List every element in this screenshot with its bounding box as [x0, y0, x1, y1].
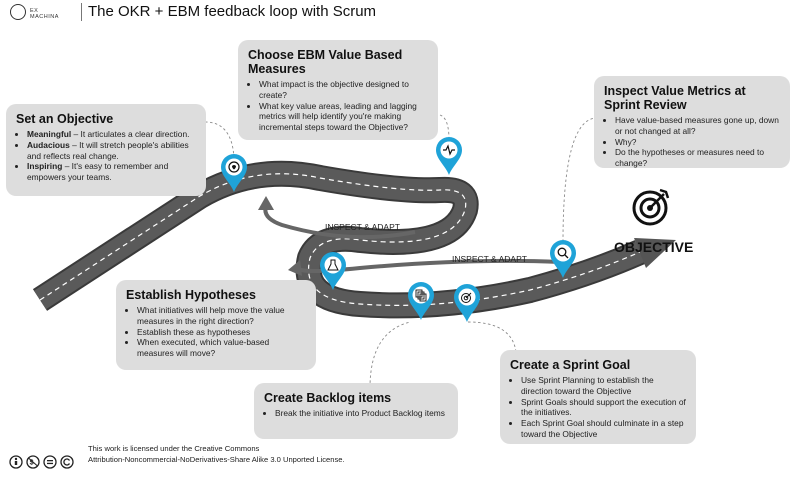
- magnifier-icon: [557, 247, 569, 259]
- pin-sprint-goal: [454, 284, 480, 322]
- cc-nc-icon: $: [26, 455, 40, 469]
- svg-text:$: $: [30, 460, 34, 467]
- page-title: The OKR + EBM feedback loop with Scrum: [88, 3, 377, 20]
- pin-ebm: [436, 137, 462, 175]
- list-item: Inspiring – It's easy to remember and em…: [27, 161, 196, 183]
- list-item: Sprint Goals should support the executio…: [521, 397, 686, 419]
- list-item: What impact is the objective designed to…: [259, 79, 428, 101]
- license-text: This work is licensed under the Creative…: [88, 444, 345, 465]
- pin-backlog: [408, 282, 434, 320]
- connector-backlog: [369, 321, 411, 389]
- list-item: Why?: [615, 137, 780, 148]
- list-item: Audacious – It will stretch people's abi…: [27, 140, 196, 162]
- pin-inspect: [550, 240, 576, 278]
- objective-target-icon: [632, 188, 670, 226]
- list-item: Each Sprint Goal should culminate in a s…: [521, 418, 686, 440]
- box-create-backlog: Create Backlog items Break the initiativ…: [254, 383, 458, 439]
- item-text: – It articulates a clear direction.: [71, 129, 190, 139]
- cc-nd-icon: [43, 455, 57, 469]
- list-item: What key value areas, leading and laggin…: [259, 101, 428, 133]
- list-item: Break the initiative into Product Backlo…: [275, 408, 448, 419]
- list-item: When executed, which value-based measure…: [137, 337, 306, 359]
- logo-text: EX MACHINA: [30, 8, 59, 20]
- box-establish-hypotheses: Establish Hypotheses What initiatives wi…: [116, 280, 316, 370]
- box-set-objective: Set an Objective Meaningful – It articul…: [6, 104, 206, 196]
- set-objective-title: Set an Objective: [16, 112, 114, 126]
- item-text: – It's easy to remember and empowers you…: [27, 161, 169, 182]
- item-bold: Meaningful: [27, 129, 72, 139]
- logo-circle-icon: [10, 4, 26, 20]
- item-bold: Audacious: [27, 139, 70, 150]
- connector-sprint-goal: [467, 321, 517, 353]
- list-item: Do the hypotheses or measures need to ch…: [615, 147, 780, 169]
- list-item: Meaningful – It articulates a clear dire…: [27, 129, 196, 140]
- flask-icon: [327, 259, 339, 271]
- box-inspect-metrics: Inspect Value Metrics at Sprint Review H…: [594, 76, 790, 168]
- list-item: What initiatives will help move the valu…: [137, 305, 306, 327]
- pin-objective: [221, 154, 247, 192]
- stack-cards-icon: [415, 289, 427, 302]
- box-ebm-measures: Choose EBM Value Based Measures What imp…: [238, 40, 438, 140]
- creative-commons-icons: $: [9, 455, 74, 469]
- list-item: Establish these as hypotheses: [137, 327, 306, 338]
- connector-ebm: [439, 114, 450, 141]
- inspect-adapt-label-1: INSPECT & ADAPT: [325, 222, 400, 232]
- cc-sa-icon: [60, 455, 74, 469]
- inspect-adapt-arrows: INSPECT & ADAPT INSPECT & ADAPT: [258, 196, 561, 276]
- item-bold: Inspiring: [27, 161, 63, 172]
- ex-machina-logo: EX MACHINA: [4, 4, 68, 22]
- cc-by-icon: [9, 455, 23, 469]
- license-line-1: This work is licensed under the Creative…: [88, 444, 260, 453]
- objective-label: OBJECTIVE: [614, 239, 693, 255]
- list-item: Have value-based measures gone up, down …: [615, 115, 780, 137]
- ebm-list: What impact is the objective designed to…: [248, 79, 428, 133]
- pulse-icon: [443, 144, 455, 156]
- inspect-adapt-arrow-1: [263, 205, 416, 240]
- inspect-list: Have value-based measures gone up, down …: [604, 115, 780, 169]
- hypotheses-list: What initiatives will help move the valu…: [126, 305, 306, 359]
- heart-target-icon: [228, 161, 240, 173]
- inspect-adapt-label-2: INSPECT & ADAPT: [452, 254, 527, 264]
- header: EX MACHINA The OKR + EBM feedback loop w…: [0, 0, 800, 26]
- inspect-adapt-arrowhead-1: [258, 196, 274, 210]
- header-divider: [81, 3, 82, 21]
- item-text: – It will stretch people's abilities and…: [27, 139, 189, 161]
- box-sprint-goal: Create a Sprint Goal Use Sprint Planning…: [500, 350, 696, 444]
- inspect-adapt-arrow-2: [296, 258, 561, 273]
- inspect-adapt-arrowhead-2: [288, 260, 302, 276]
- hypotheses-title: Establish Hypotheses: [126, 288, 256, 302]
- sprint-goal-title: Create a Sprint Goal: [510, 358, 631, 372]
- license-line-2: Attribution-Noncommercial-NoDerivatives-…: [88, 454, 345, 464]
- road-arrowhead: [634, 238, 676, 268]
- set-objective-list: Meaningful – It articulates a clear dire…: [16, 129, 196, 183]
- road: [32, 160, 676, 319]
- backlog-list: Break the initiative into Product Backlo…: [264, 408, 448, 419]
- connector-inspect: [562, 117, 597, 243]
- list-item: Use Sprint Planning to establish the dir…: [521, 375, 686, 397]
- sprint-goal-list: Use Sprint Planning to establish the dir…: [510, 375, 686, 440]
- target-arrow-icon: [461, 292, 472, 303]
- backlog-title: Create Backlog items: [264, 391, 392, 405]
- ebm-title: Choose EBM Value Based Measures: [248, 48, 403, 76]
- pin-hypotheses: [320, 252, 346, 290]
- inspect-title: Inspect Value Metrics at Sprint Review: [604, 84, 746, 112]
- connector-objective: [204, 121, 235, 159]
- road-centerline: [39, 173, 641, 306]
